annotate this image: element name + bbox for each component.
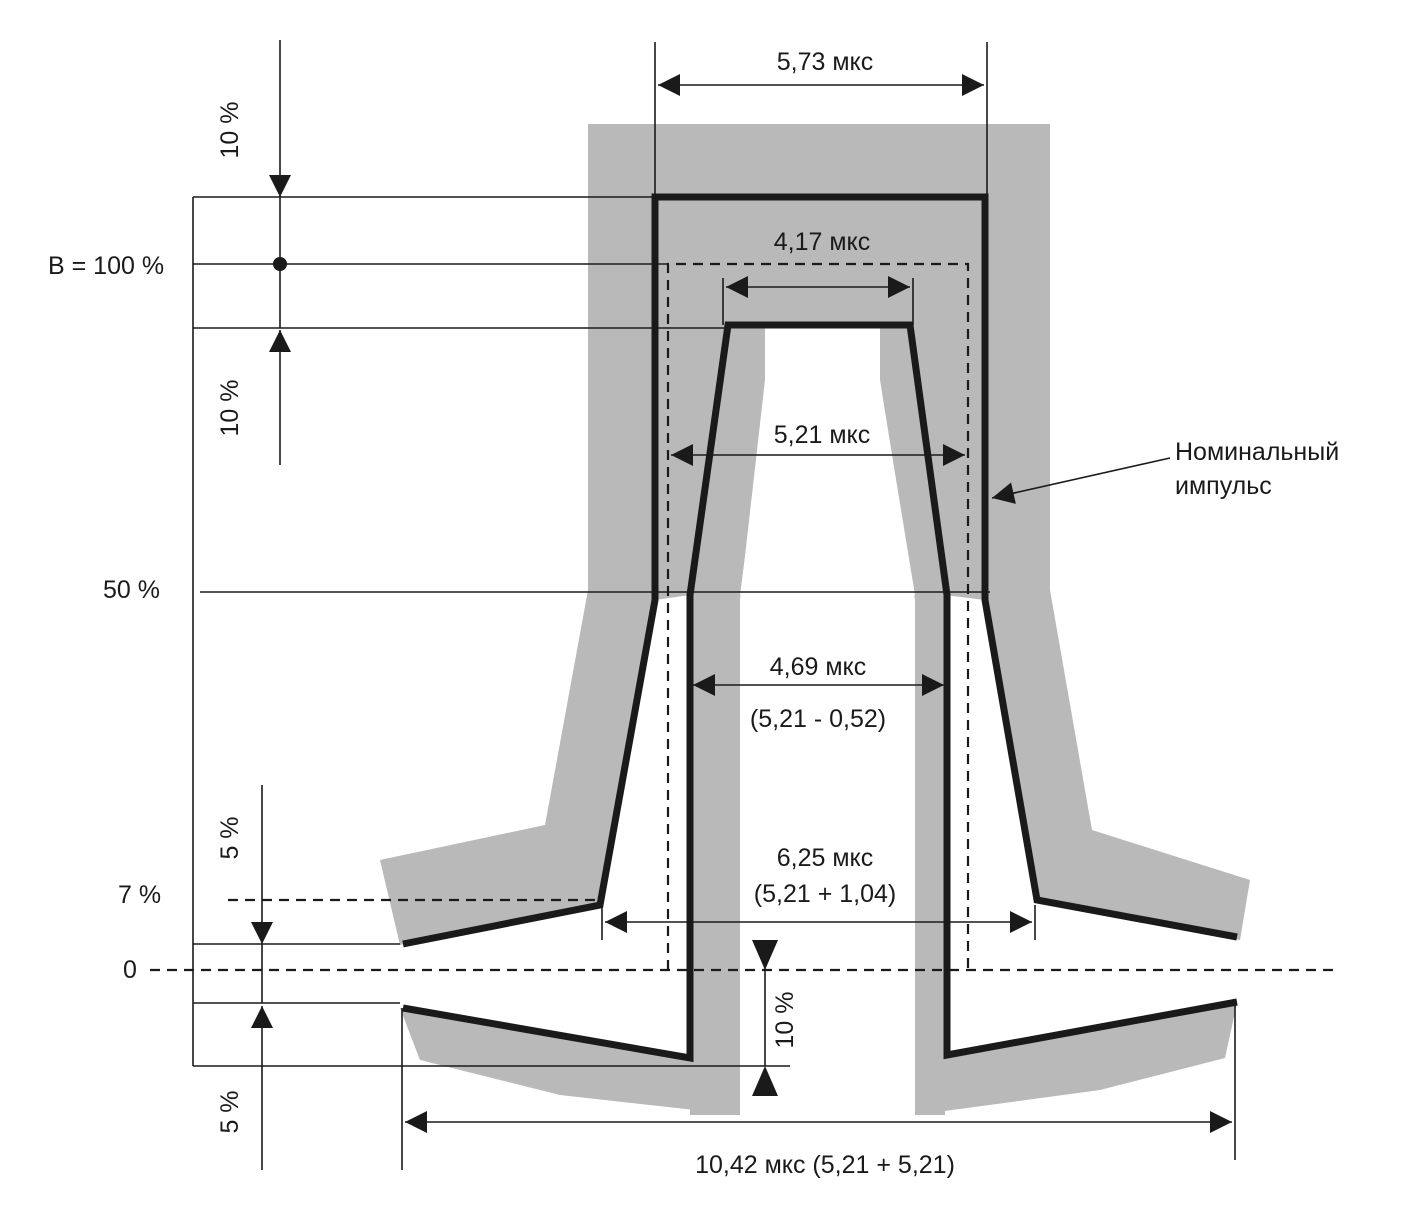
nominal-pulse-label-line2: импульс xyxy=(1175,472,1272,500)
label-5pct-lower: 5 % xyxy=(216,1090,244,1133)
label-417: 4,17 мкс xyxy=(774,228,871,256)
label-10pct-mid: 10 % xyxy=(216,380,244,437)
outer-limit-curve xyxy=(402,193,1238,948)
inner-limit-curve xyxy=(402,321,1238,1063)
b-100-point xyxy=(273,257,287,271)
reference-lines xyxy=(150,196,1340,1067)
labels: 10 % B = 100 % 10 % 50 % 5 % 7 % 0 5 % 1… xyxy=(48,48,1339,1179)
label-10pct-top: 10 % xyxy=(216,102,244,159)
label-b-100: B = 100 % xyxy=(48,252,164,280)
label-625: 6,25 мкс xyxy=(777,844,874,872)
label-50pct: 50 % xyxy=(103,576,160,604)
nominal-pulse-outline xyxy=(666,262,970,970)
label-5pct-upper: 5 % xyxy=(216,816,244,859)
label-573: 5,73 мкс xyxy=(777,48,874,76)
label-zero: 0 xyxy=(123,956,137,984)
label-10pct-bottom: 10 % xyxy=(771,992,799,1049)
dimension-arrows xyxy=(251,40,1232,1170)
label-521: 5,21 мкс xyxy=(774,421,871,449)
label-1042: 10,42 мкс (5,21 + 5,21) xyxy=(695,1151,955,1179)
label-469: 4,69 мкс xyxy=(770,653,867,681)
label-625-formula: (5,21 + 1,04) xyxy=(754,880,896,908)
extension-lines xyxy=(401,42,1236,1170)
label-469-formula: (5,21 - 0,52) xyxy=(750,705,886,733)
label-7pct: 7 % xyxy=(118,881,161,909)
nominal-pulse-label-line1: Номинальный xyxy=(1175,438,1339,466)
tolerance-zone xyxy=(380,124,1250,1115)
